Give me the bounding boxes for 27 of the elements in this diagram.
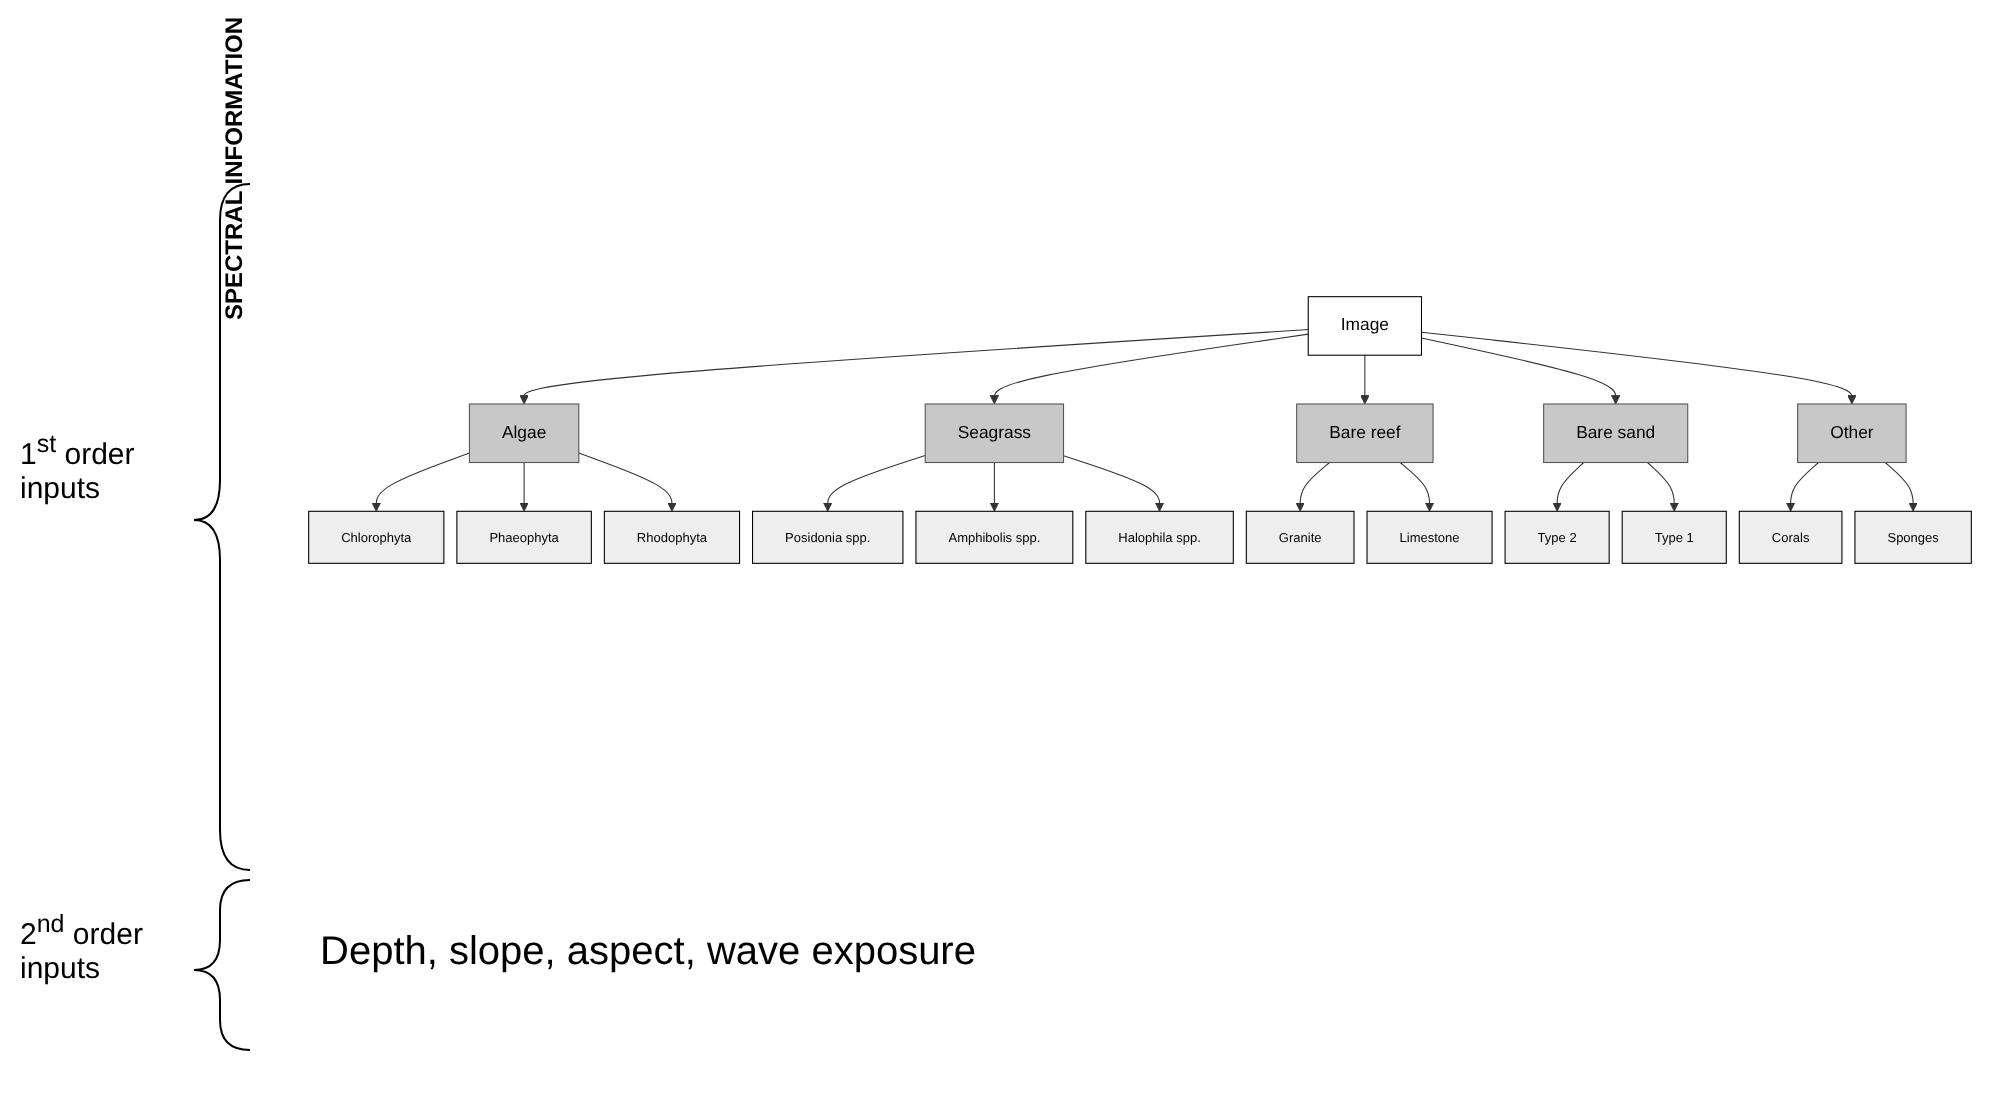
arrow: [989, 461, 1000, 512]
arrow: [1360, 354, 1370, 405]
arrow: [1552, 461, 1585, 512]
arrow: [1785, 461, 1819, 512]
node-box: Bare reef: [1296, 403, 1434, 464]
arrow: [989, 333, 1309, 405]
arrow: [1295, 461, 1331, 512]
arrow: [1884, 461, 1918, 512]
arrow: [578, 452, 677, 512]
arrow: [1420, 331, 1857, 405]
arrow: [519, 329, 1309, 405]
note-text: Depth, slope, aspect, wave exposure: [320, 930, 976, 976]
arrow: [371, 452, 470, 512]
arrow: [822, 454, 926, 512]
node-box: Seagrass: [924, 403, 1065, 464]
arrow: [1063, 455, 1165, 512]
node-box: Other: [1797, 403, 1907, 464]
axis-label: SPECTRAL INFORMATION: [220, 16, 248, 320]
group-label: 1$^{st}$ order inputs: [20, 430, 137, 506]
arrow: [519, 461, 529, 512]
arrow: [1399, 461, 1435, 512]
node-box: Bare sand: [1543, 403, 1689, 464]
arrow: [1420, 337, 1621, 405]
node-box: Algae: [468, 403, 580, 464]
group-label: 2$^{nd}$ order inputs: [20, 910, 145, 986]
arrow: [1647, 461, 1679, 512]
node-box: Image: [1307, 296, 1422, 356]
